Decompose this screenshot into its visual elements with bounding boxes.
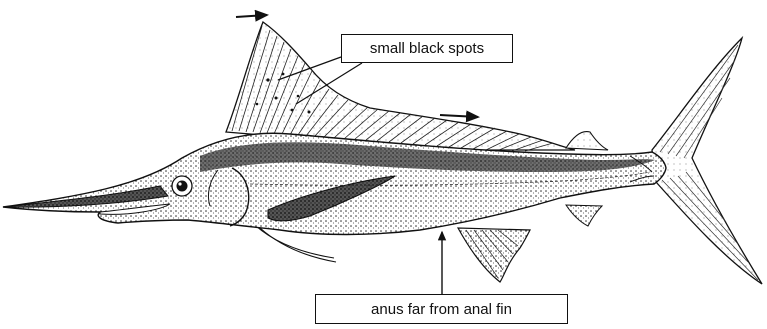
caudal-fin (652, 38, 762, 284)
second-dorsal-fin (566, 132, 608, 150)
label-anus-far-from-anal-fin: anus far from anal fin (315, 294, 568, 324)
eye (172, 176, 192, 196)
dorsal-arrow-2 (440, 115, 478, 117)
label-small-black-spots: small black spots (341, 34, 513, 63)
dorsal-arrow-1 (236, 15, 267, 17)
